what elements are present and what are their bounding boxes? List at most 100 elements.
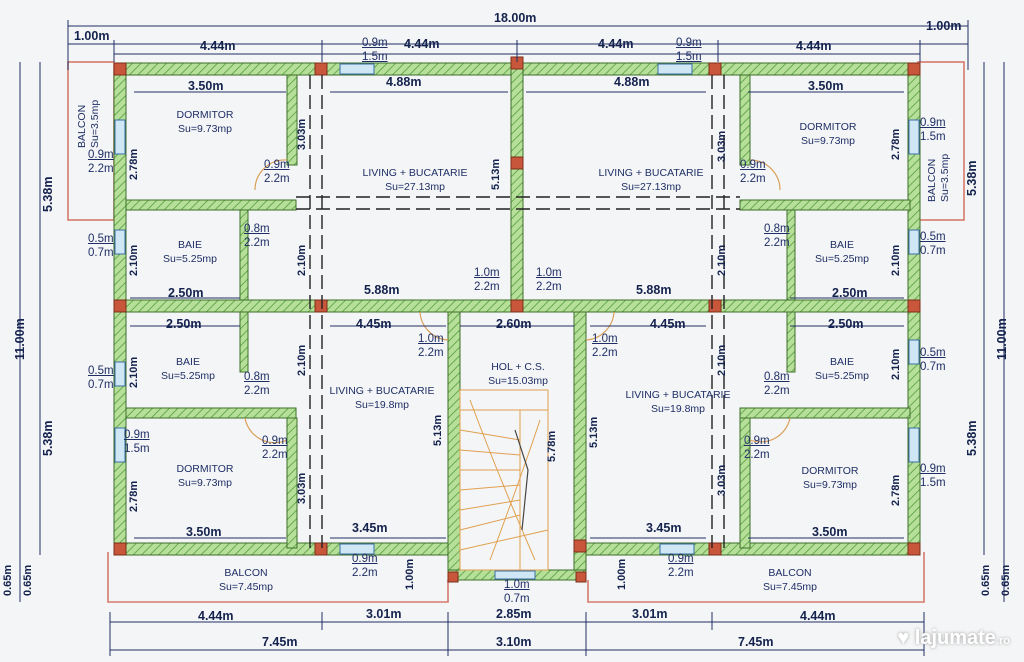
room-area: Su=19.8mp [651, 403, 705, 415]
room-name: LIVING + BUCATARIE [329, 385, 435, 397]
room-area: Su=15.03mp [488, 375, 548, 387]
room-area: Su=5.25mp [163, 253, 217, 265]
dim-top-right-overhang: 1.00m [926, 19, 962, 33]
dim-height-210-g: 2.10m [716, 344, 728, 376]
room-area: Su=3.5mp [939, 153, 951, 202]
dim-height-513-br: 5.13m [588, 416, 600, 448]
dim-baie-width-br: 2.50m [828, 317, 864, 331]
dim-living-width-tr: 4.88m [614, 75, 650, 89]
dim-bottom-total-3: 7.45m [738, 635, 774, 649]
room-name: DORMITOR [799, 121, 857, 133]
dim-height-303-tr: 3.03m [716, 130, 728, 162]
dim-height-210-e: 2.10m [128, 356, 140, 388]
dim-height-210-b: 2.10m [296, 244, 308, 276]
dim-height-513-tl: 5.13m [490, 158, 502, 190]
beams-dashed [296, 75, 740, 548]
room-area: Su=9.73mp [802, 479, 857, 491]
dim-right-538-top: 5.38m [965, 160, 979, 196]
room-living-top-right: LIVING + BUCATARIE Su=27.13mp [599, 166, 704, 194]
dim-hol-width: 2.60m [496, 317, 532, 331]
room-area: Su=19.8mp [355, 399, 409, 411]
room-area: Su=5.25mp [161, 370, 215, 382]
dim-top-seg-4: 4.44m [796, 39, 832, 53]
room-living-top-left: LIVING + BUCATARIE Su=27.13mp [363, 166, 468, 194]
room-area: Su=7.45mp [219, 581, 273, 593]
room-area: Su=27.13mp [621, 181, 681, 193]
dim-left-065-a: 0.65m [2, 564, 14, 596]
staircase [459, 389, 549, 571]
dim-right-065-a: 0.65m [980, 564, 992, 596]
dim-height-210-h: 2.10m [890, 348, 902, 380]
dim-left-total: 11.00m [13, 318, 27, 360]
room-area: Su=5.25mp [815, 370, 869, 382]
dim-height-578: 5.78m [546, 430, 558, 462]
dim-height-210-d: 2.10m [890, 244, 902, 276]
room-balcon-bottom-right: BALCON Su=7.45mp [763, 566, 817, 594]
room-name: BALCON [224, 567, 268, 579]
room-name: DORMITOR [176, 109, 234, 121]
dim-right-538-bottom: 5.38m [965, 420, 979, 456]
dim-mid-left: 5.88m [364, 283, 400, 297]
dim-top-seg-3: 4.44m [598, 37, 634, 51]
balcony-outlines [67, 61, 965, 603]
dim-height-100-right: 1.00m [616, 558, 628, 590]
room-area: Su=7.45mp [763, 581, 817, 593]
room-name: BAIE [176, 356, 200, 368]
dim-height-278-tr: 2.78m [890, 128, 902, 160]
room-area: Su=27.13mp [385, 181, 445, 193]
room-name: HOL + C.S. [491, 361, 545, 373]
room-area: Su=3.5mp [89, 99, 101, 148]
dim-right-total: 11.00m [995, 318, 1009, 360]
dim-bottom-1: 4.44m [198, 609, 234, 623]
room-area: Su=9.73mp [800, 135, 855, 147]
dim-height-303-bl: 3.03m [296, 472, 308, 504]
room-name: LIVING + BUCATARIE [598, 167, 704, 179]
room-name: LIVING + BUCATARIE [362, 167, 468, 179]
lajumate-watermark-logo: ♥ lajumate.ro [897, 627, 1010, 649]
dim-height-100-left: 1.00m [404, 558, 416, 590]
room-hol: HOL + C.S. Su=15.03mp [488, 360, 548, 388]
room-area: Su=9.73mp [177, 477, 232, 489]
door-swings [244, 159, 791, 444]
room-name: DORMITOR [176, 463, 234, 475]
dim-baie-width-bl: 2.50m [166, 317, 202, 331]
dim-height-303-br: 3.03m [716, 464, 728, 496]
room-name: LIVING + BUCATARIE [625, 389, 731, 401]
dim-living-width-br: 4.45m [650, 317, 686, 331]
dim-left-538-top: 5.38m [41, 176, 55, 212]
dimension-lines [19, 20, 1005, 656]
room-name: BALCON [768, 567, 812, 579]
dim-left-538-bottom: 5.38m [41, 420, 55, 456]
dim-bottom-4: 3.01m [632, 607, 668, 621]
dim-height-513-bl: 5.13m [432, 414, 444, 446]
dim-top-seg-1: 4.44m [200, 39, 236, 53]
dim-height-210-c: 2.10m [716, 244, 728, 276]
dim-bottom-total-2: 3.10m [496, 635, 532, 649]
windows [114, 63, 920, 580]
